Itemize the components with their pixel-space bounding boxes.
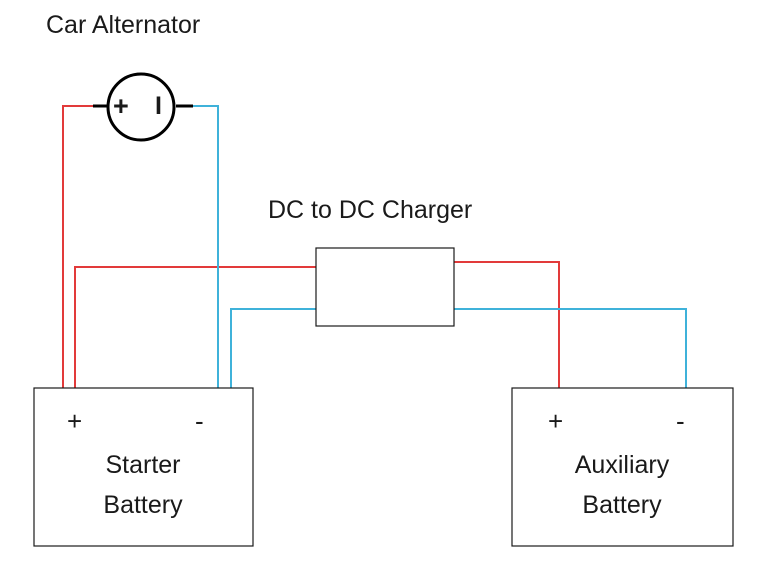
alternator-plus-sign: + bbox=[113, 91, 129, 121]
charger-to-aux-positive-wire bbox=[454, 261, 560, 388]
alternator-symbol bbox=[106, 72, 176, 142]
starter-to-charger-positive-wire bbox=[74, 266, 316, 388]
alternator-negative-wire bbox=[193, 105, 219, 388]
alternator-label: Car Alternator bbox=[46, 11, 201, 39]
aux-battery-type: Battery bbox=[582, 491, 662, 519]
aux-battery-minus: - bbox=[676, 406, 685, 436]
dc-dc-charger-box bbox=[315, 247, 455, 327]
alternator-positive-wire bbox=[62, 105, 93, 388]
charger-to-aux-negative-wire bbox=[454, 308, 687, 388]
auxiliary-battery-box bbox=[511, 387, 734, 547]
starter-battery-minus: - bbox=[195, 406, 204, 436]
starter-battery-type: Battery bbox=[103, 491, 183, 519]
starter-to-charger-negative-wire bbox=[230, 308, 316, 388]
aux-battery-plus: + bbox=[548, 406, 564, 436]
alternator-minus-sign: I bbox=[155, 92, 162, 120]
starter-battery-name: Starter bbox=[105, 451, 181, 479]
aux-battery-name: Auxiliary bbox=[574, 451, 670, 479]
starter-battery-box bbox=[33, 387, 254, 547]
dc-dc-charger-label: DC to DC Charger bbox=[268, 196, 473, 224]
starter-battery-plus: + bbox=[67, 406, 83, 436]
